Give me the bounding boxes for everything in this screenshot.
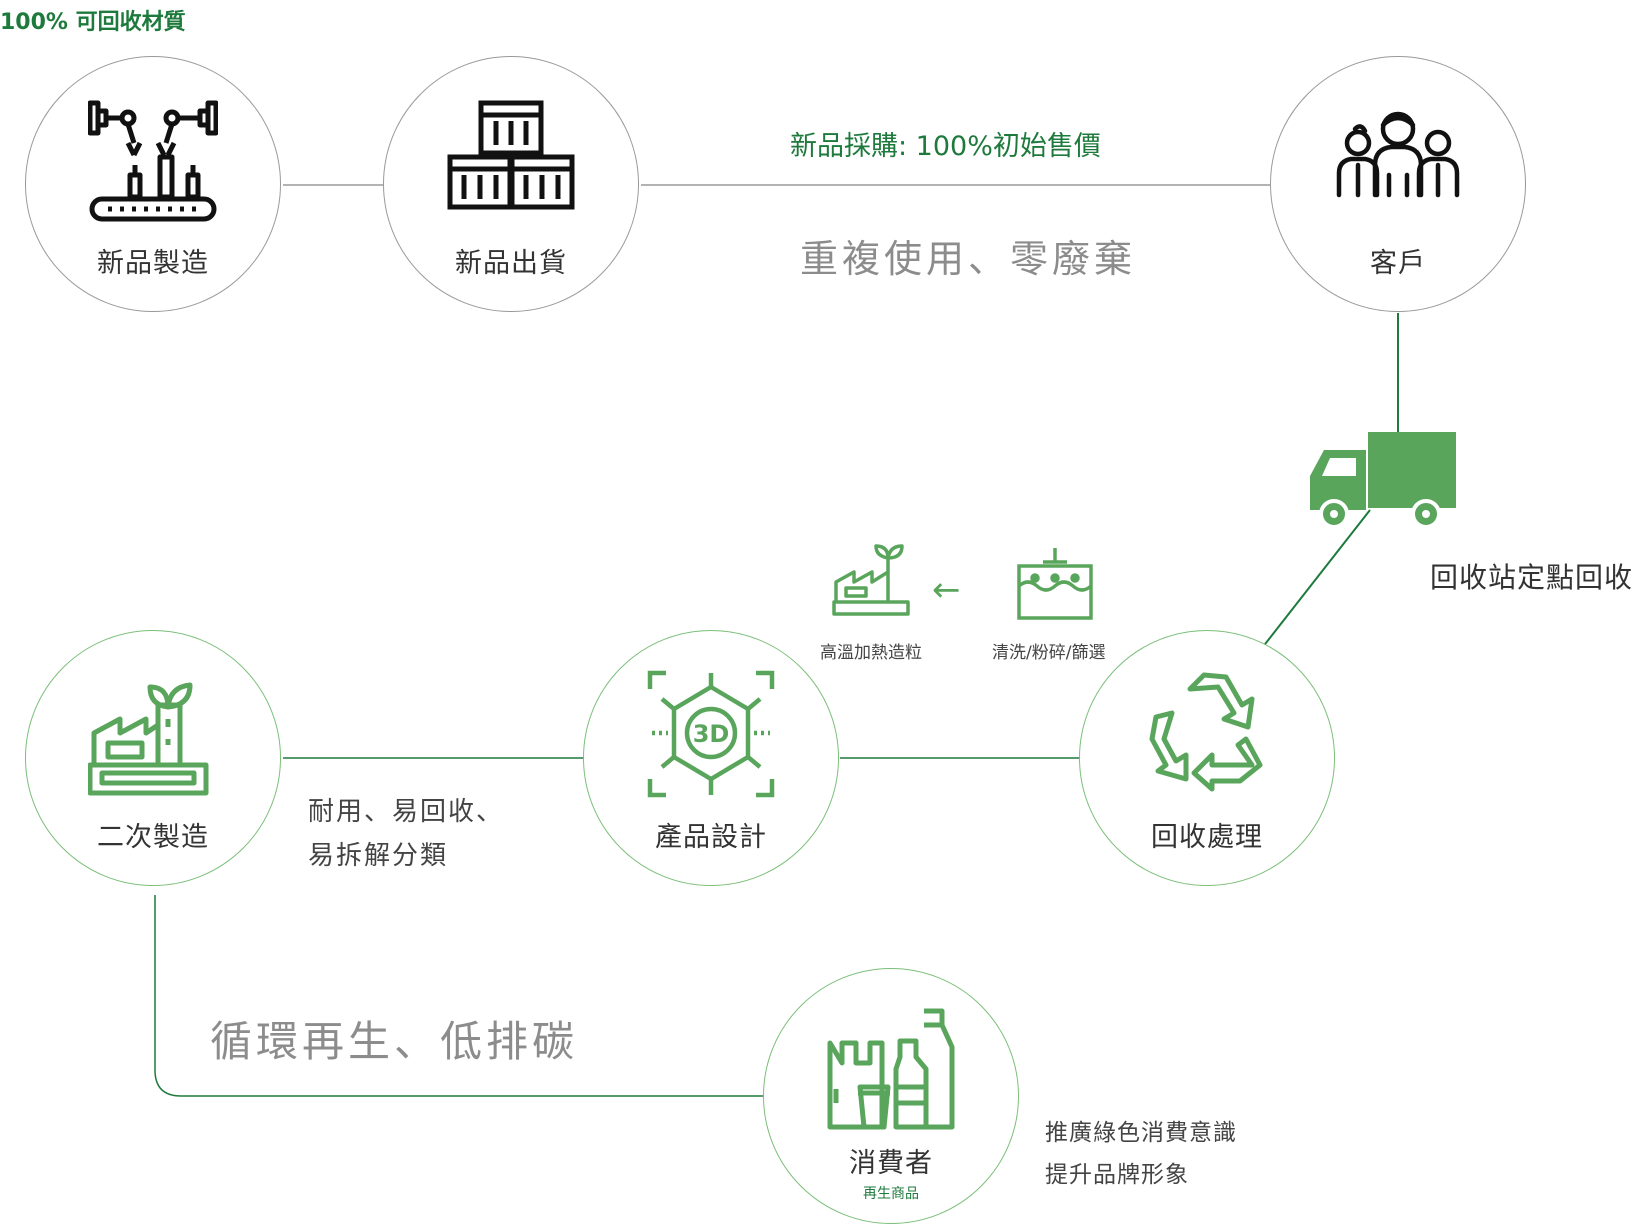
pellet-label: 高溫加熱造粒	[820, 643, 922, 663]
promo-label: 推廣綠色消費意識 提升品牌形象	[1045, 1112, 1237, 1196]
node-label: 客戶	[1370, 248, 1426, 279]
arrow-left-icon: ←	[932, 570, 961, 610]
node-new-shipping: 新品出貨	[383, 56, 639, 312]
pickup-label: 回收站定點回收	[1430, 561, 1634, 594]
truck-icon	[1310, 432, 1456, 529]
svg-text:3D: 3D	[693, 720, 730, 748]
node-customer: 客戶	[1270, 56, 1526, 312]
reuse-label: 重複使用、零廢棄	[800, 237, 1137, 281]
green-factory-icon	[88, 682, 209, 796]
line-truck-recycle	[1261, 509, 1371, 649]
people-group-icon	[1336, 111, 1460, 198]
node-second-manufacture: 二次製造	[25, 630, 281, 886]
promo-line-2: 提升品牌形象	[1045, 1162, 1189, 1188]
node-label: 新品製造	[97, 248, 209, 279]
stacked-containers-icon	[447, 100, 575, 210]
washing-tank-icon	[1017, 548, 1093, 620]
node-label: 回收處理	[1151, 822, 1263, 853]
node-product-design: 3D 產品設計	[583, 630, 839, 886]
node-label: 新品出貨	[455, 248, 567, 279]
purchase-label: 新品採購: 100%初始售價	[790, 131, 1101, 162]
factory-sprout-small-icon	[832, 544, 910, 616]
robot-arm-conveyor-icon	[88, 100, 218, 222]
wash-label: 清洗/粉碎/篩選	[992, 643, 1106, 663]
node-new-manufacture: 新品製造	[25, 56, 281, 312]
node-label: 消費者	[849, 1148, 933, 1179]
3d-design-icon: 3D	[647, 670, 775, 798]
durable-line-1: 耐用、易回收、	[308, 797, 505, 827]
node-sublabel: 再生商品	[863, 1186, 919, 1202]
durable-label: 耐用、易回收、 易拆解分類	[308, 790, 504, 878]
circular-label: 循環再生、低排碳	[210, 1017, 579, 1066]
promo-line-1: 推廣綠色消費意識	[1045, 1120, 1237, 1146]
node-recycle: 回收處理	[1079, 630, 1335, 886]
node-label: 二次製造	[97, 822, 209, 853]
durable-line-2: 易拆解分類	[308, 841, 449, 871]
node-label: 產品設計	[655, 822, 767, 853]
line-second-consumer	[154, 895, 763, 1097]
recycled-products-icon	[827, 1008, 955, 1130]
recycle-icon	[1149, 672, 1263, 792]
node-consumer: 消費者 再生商品	[763, 968, 1019, 1224]
material-tag: 100% 可回收材質	[0, 10, 186, 35]
